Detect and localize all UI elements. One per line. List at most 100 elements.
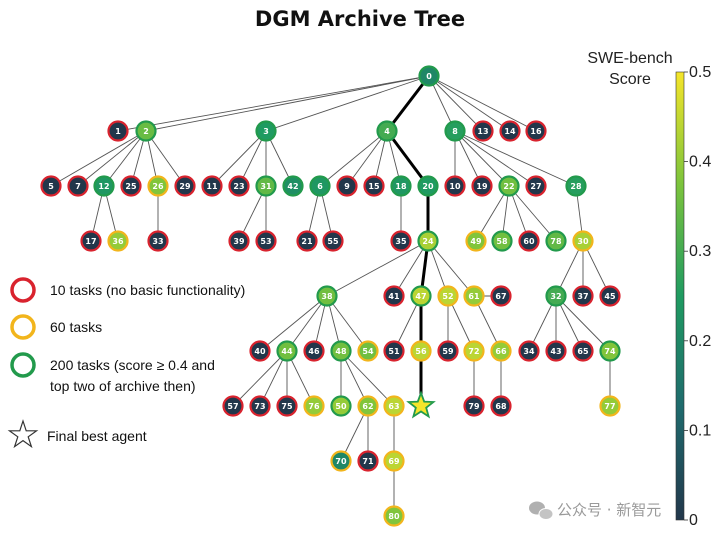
node-label: 69 [388, 457, 400, 466]
node-label: 70 [335, 457, 347, 466]
node-circle [572, 230, 594, 252]
node-label: 19 [476, 182, 488, 191]
node-label: 13 [477, 127, 488, 136]
colorbar-tick-label: 0.2 [689, 333, 711, 350]
node-circle [444, 175, 466, 197]
node-label: 77 [604, 402, 615, 411]
node-circle [490, 285, 512, 307]
legend-yellow-label: 60 tasks [50, 319, 102, 335]
node-circle [357, 340, 379, 362]
tree-node-4: 4 [376, 120, 398, 142]
tree-node-61: 61 [463, 285, 485, 307]
tree-edge [319, 130, 388, 187]
node-circle [249, 340, 271, 362]
tree-node-14: 14 [499, 120, 521, 142]
node-label: 9 [344, 182, 350, 191]
node-circle [107, 230, 129, 252]
node-label: 35 [395, 237, 407, 246]
colorbar-tick-label: 0.1 [689, 422, 711, 439]
node-circle [471, 175, 493, 197]
node-label: 17 [85, 237, 96, 246]
tree-edge [103, 130, 147, 187]
node-label: 8 [452, 127, 458, 136]
node-label: 0 [426, 72, 432, 81]
node-label: 21 [301, 237, 313, 246]
watermark-text: 公众号 · 新智元 [557, 501, 661, 519]
tree-edge [286, 295, 328, 352]
tree-node-17: 17 [80, 230, 102, 252]
legend-red-label: 10 tasks (no basic functionality) [50, 282, 245, 298]
node-label: 57 [227, 402, 238, 411]
node-label: 32 [550, 292, 561, 301]
node-label: 1 [115, 127, 121, 136]
final-best-agent-star-icon [406, 390, 436, 419]
node-label: 34 [523, 347, 535, 356]
node-circle [383, 450, 405, 472]
node-circle [67, 175, 89, 197]
node-label: 22 [503, 182, 514, 191]
tree-node-6: 6 [309, 175, 331, 197]
node-circle [376, 120, 398, 142]
tree-node-23: 23 [228, 175, 250, 197]
node-label: 41 [388, 292, 400, 301]
tree-node-27: 27 [525, 175, 547, 197]
legend-star-label: Final best agent [47, 428, 147, 444]
node-circle [545, 340, 567, 362]
node-label: 18 [395, 182, 407, 191]
node-label: 6 [317, 182, 323, 191]
node-circle [390, 175, 412, 197]
tree-edge [555, 295, 611, 352]
node-label: 25 [125, 182, 137, 191]
node-label: 59 [442, 347, 454, 356]
node-label: 24 [422, 237, 434, 246]
tree-node-2: 2 [135, 120, 157, 142]
node-label: 47 [415, 292, 426, 301]
tree-node-32: 32 [545, 285, 567, 307]
tree-node-58: 58 [491, 230, 513, 252]
tree-edge [232, 350, 288, 407]
node-circle [336, 175, 358, 197]
legend-yellow-marker [10, 314, 36, 340]
colorbar-tick-label: 0.5 [689, 64, 711, 81]
node-label: 27 [530, 182, 541, 191]
watermark: 公众号 · 新智元 [529, 501, 661, 520]
colorbar-tick-label: 0.4 [689, 154, 711, 171]
tree-node-74: 74 [599, 340, 621, 362]
node-label: 37 [577, 292, 588, 301]
tree-node-25: 25 [120, 175, 142, 197]
node-circle [490, 340, 512, 362]
legend-green-label: 200 tasks (score ≥ 0.4 and [50, 357, 215, 373]
node-circle [417, 175, 439, 197]
node-label: 20 [422, 182, 434, 191]
node-label: 43 [550, 347, 561, 356]
tree-node-57: 57 [222, 395, 244, 417]
colorbar-label-line1: SWE-bench [587, 50, 672, 67]
node-circle [410, 285, 432, 307]
tree-node-55: 55 [322, 230, 344, 252]
node-label: 55 [327, 237, 339, 246]
tree-node-73: 73 [249, 395, 271, 417]
node-circle [472, 120, 494, 142]
node-circle [174, 175, 196, 197]
node-label: 73 [254, 402, 265, 411]
legend-star-icon [7, 419, 39, 449]
tree-node-8: 8 [444, 120, 466, 142]
node-label: 62 [362, 402, 373, 411]
node-circle [383, 340, 405, 362]
node-circle [120, 175, 142, 197]
node-circle [363, 175, 385, 197]
node-circle [303, 340, 325, 362]
node-circle [518, 340, 540, 362]
node-label: 79 [468, 402, 480, 411]
node-label: 28 [570, 182, 582, 191]
node-circle [357, 395, 379, 417]
tree-node-48: 48 [330, 340, 352, 362]
tree-node-28: 28 [565, 175, 587, 197]
tree-node-12: 12 [93, 175, 115, 197]
tree-node-31: 31 [255, 175, 277, 197]
node-circle [330, 395, 352, 417]
tree-edge [393, 240, 429, 297]
node-circle [222, 395, 244, 417]
node-circle [545, 285, 567, 307]
tree-node-54: 54 [357, 340, 379, 362]
